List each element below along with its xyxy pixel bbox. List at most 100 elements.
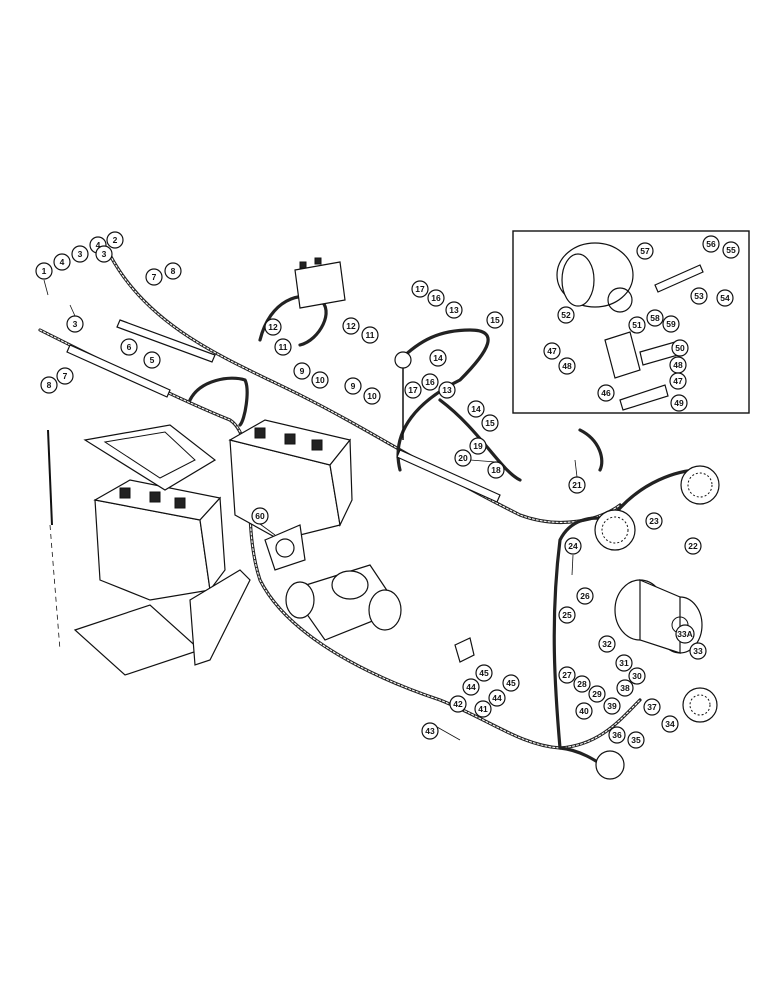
callout-number: 20 [458,453,468,463]
callout-10: 10 [311,371,329,389]
callout-number: 34 [665,719,675,729]
callout-53: 53 [690,287,708,305]
callout-number: 32 [602,639,612,649]
callout-number: 3 [73,319,78,329]
callout-number: 3 [78,249,83,259]
callout-number: 1 [42,266,47,276]
callout-11: 11 [361,326,379,344]
callout-number: 9 [351,381,356,391]
callout-number: 17 [408,385,418,395]
callout-number: 13 [449,305,459,315]
voltage-regulator [294,257,346,309]
callout-3: 3 [71,245,89,263]
callout-33A: 33A [675,624,695,644]
callout-17: 17 [411,280,429,298]
callout-number: 56 [706,239,716,249]
callout-number: 54 [720,293,730,303]
callout-16: 16 [421,373,439,391]
callout-number: 53 [694,291,704,301]
callout-14: 14 [467,400,485,418]
callout-8: 8 [40,376,58,394]
callout-32: 32 [598,635,616,653]
callout-48: 48 [558,357,576,375]
callout-number: 35 [631,735,641,745]
callout-51: 51 [628,316,646,334]
callout-number: 18 [491,465,501,475]
lamp-front-left [594,509,636,551]
callout-13: 13 [438,381,456,399]
callout-number: 29 [592,689,602,699]
callout-30: 30 [628,667,646,685]
callout-number: 4 [60,257,65,267]
starter-motor [285,564,402,641]
callout-number: 33 [693,646,703,656]
callout-number: 24 [568,541,578,551]
callout-20: 20 [454,449,472,467]
callout-number: 10 [315,375,325,385]
battery-support-plate [73,569,251,676]
callout-18: 18 [487,461,505,479]
callout-33: 33 [689,642,707,660]
alternator [614,579,703,654]
battery-tray [83,424,217,491]
callout-24: 24 [564,537,582,555]
callout-43: 43 [421,722,439,740]
callout-number: 58 [650,313,660,323]
callout-50: 50 [671,339,689,357]
callout-number: 23 [649,516,659,526]
callout-44: 44 [488,689,506,707]
callout-number: 25 [562,610,572,620]
callout-54: 54 [716,289,734,307]
callout-number: 2 [113,235,118,245]
callout-number: 10 [367,391,377,401]
callout-number: 50 [675,343,685,353]
callout-number: 28 [577,679,587,689]
callout-4: 4 [53,253,71,271]
callout-6: 6 [120,338,138,356]
callout-number: 19 [473,441,483,451]
callout-number: 57 [640,246,650,256]
callout-number: 30 [632,671,642,681]
callout-15: 15 [481,414,499,432]
alternator-detail-inset [512,230,750,414]
callout-3: 3 [95,245,113,263]
callout-14: 14 [429,349,447,367]
callout-number: 37 [647,702,657,712]
callout-47: 47 [669,372,687,390]
callout-40: 40 [575,702,593,720]
callout-number: 48 [562,361,572,371]
gasket [264,524,306,571]
callout-number: 14 [433,353,443,363]
callout-13: 13 [445,301,463,319]
callout-7: 7 [56,367,74,385]
callout-number: 33A [677,629,693,639]
callout-number: 36 [612,730,622,740]
lamp-rear-lower [595,750,625,780]
callout-52: 52 [557,306,575,324]
callout-number: 16 [431,293,441,303]
hold-down-rod [47,429,53,526]
callout-15: 15 [486,311,504,329]
callout-number: 9 [300,366,305,376]
callout-number: 40 [579,706,589,716]
lamp-rear [682,687,718,723]
callout-number: 7 [152,272,157,282]
callout-number: 8 [47,380,52,390]
callout-number: 38 [620,683,630,693]
callout-23: 23 [645,512,663,530]
callout-27: 27 [558,666,576,684]
callout-number: 12 [346,321,356,331]
inset-alternator [556,242,704,411]
callout-number: 21 [572,480,582,490]
callout-55: 55 [722,241,740,259]
callout-number: 11 [279,342,288,352]
callout-37: 37 [643,698,661,716]
callout-number: 41 [478,704,488,714]
callout-58: 58 [646,309,664,327]
callout-number: 52 [561,310,571,320]
callout-45: 45 [502,674,520,692]
callout-48: 48 [669,356,687,374]
callout-35: 35 [627,731,645,749]
callout-number: 17 [415,284,425,294]
callout-45: 45 [475,664,493,682]
